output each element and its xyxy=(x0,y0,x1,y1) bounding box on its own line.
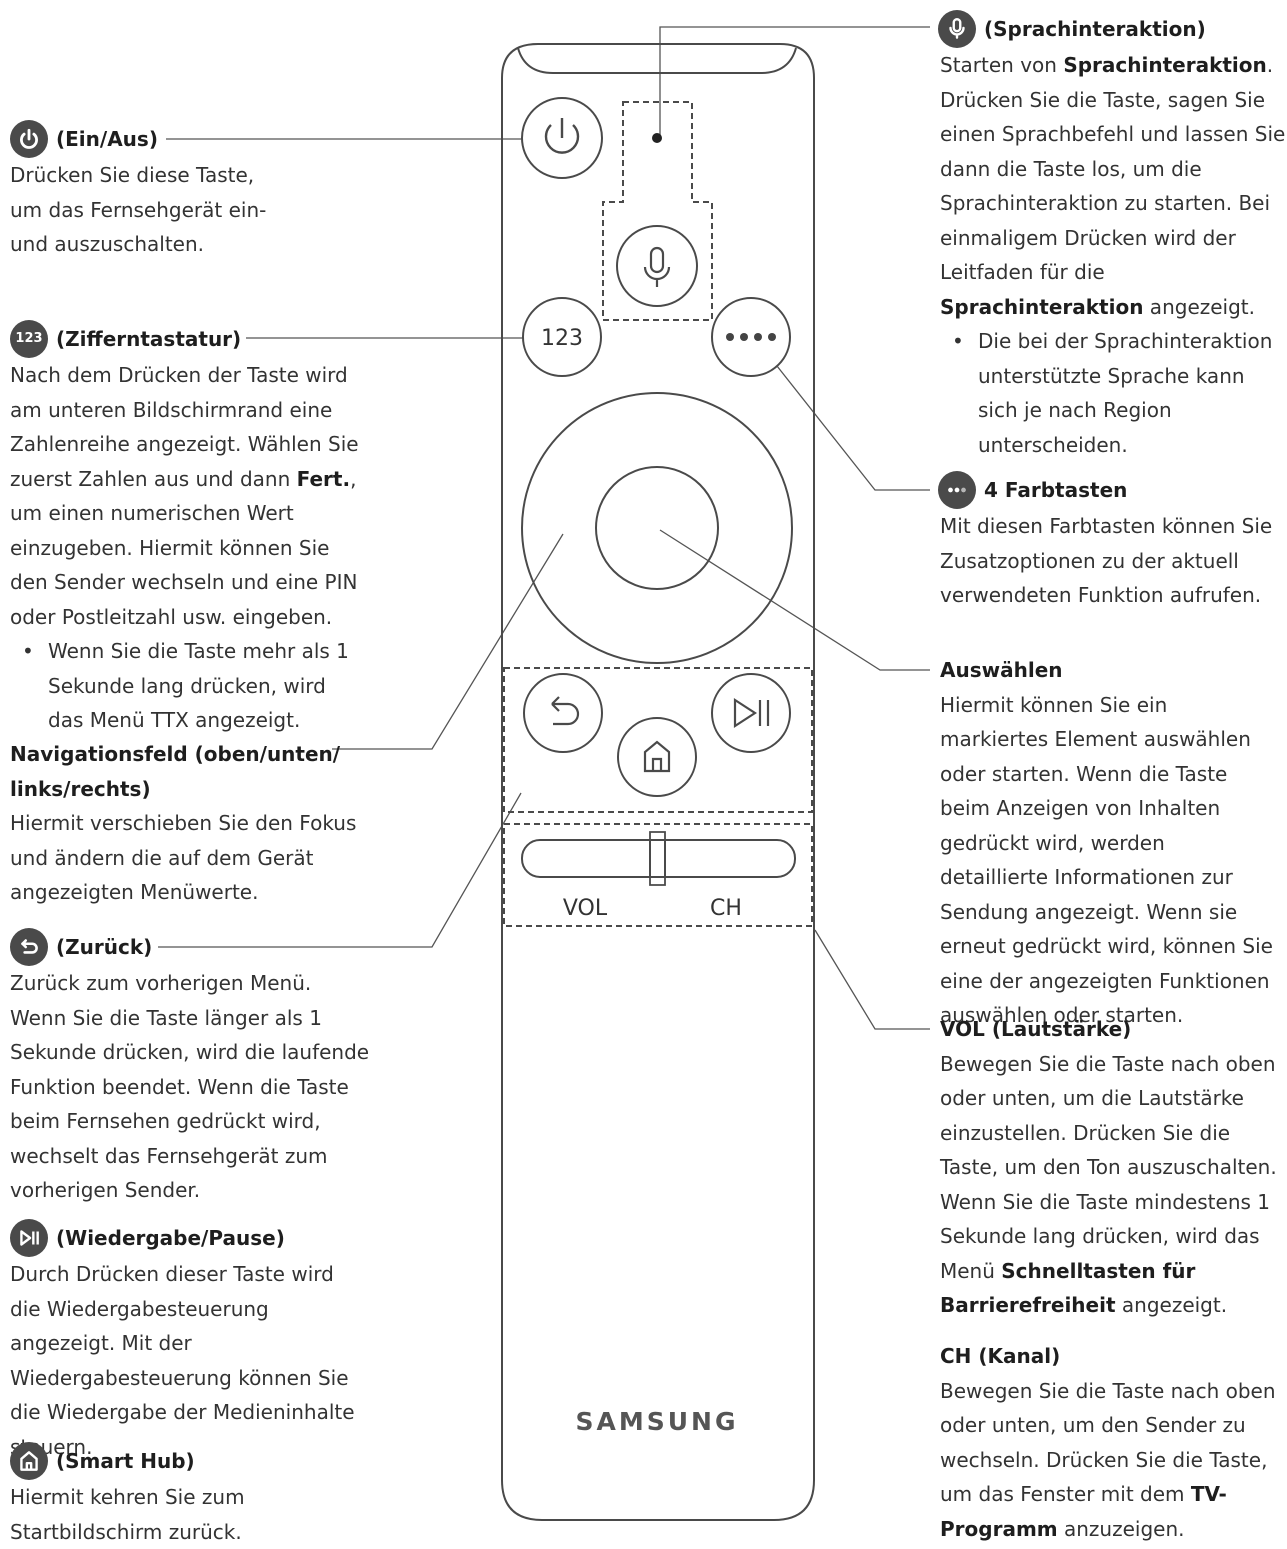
numpad-button xyxy=(522,297,602,377)
home-text: Hiermit kehren Sie zum Startbildschirm z… xyxy=(10,1485,245,1544)
back-text: Zurück zum vorherigen Menü. Wenn Sie die… xyxy=(10,971,370,1202)
vol-title: VOL (Lautstärke) xyxy=(940,1017,1132,1041)
ch-info: CH (Kanal) Bewegen Sie die Taste nach ob… xyxy=(940,1339,1287,1546)
remote-top-window xyxy=(517,47,797,74)
remote-body xyxy=(501,43,815,1521)
leader-back xyxy=(158,792,522,948)
back-info: (Zurück) Zurück zum vorherigen Menü. Wen… xyxy=(10,928,370,1208)
nav-text: Hiermit verschieben Sie den Fokus und än… xyxy=(10,811,357,904)
navigation-pad xyxy=(521,392,793,664)
vol-ch-rocker xyxy=(521,839,796,878)
select-button xyxy=(595,466,719,590)
voice-bullet: Die bei der Sprachinteraktion unterstütz… xyxy=(940,324,1287,462)
home-title: (Smart Hub) xyxy=(56,1448,195,1473)
power-text: Drücken Sie diese Taste, um das Fernsehg… xyxy=(10,163,267,256)
mic-area xyxy=(602,101,713,321)
play-pause-button xyxy=(711,673,791,753)
back-icon xyxy=(10,928,48,966)
power-info: (Ein/Aus) Drücken Sie diese Taste, um da… xyxy=(10,120,280,262)
leader-color xyxy=(776,365,930,491)
vol-label: VOL xyxy=(563,896,608,921)
home-button xyxy=(617,717,697,797)
voice-title: (Sprachinteraktion) xyxy=(984,16,1206,41)
color-text: Mit diesen Farbtasten können Sie Zusatzo… xyxy=(940,514,1273,607)
microphone-icon xyxy=(938,10,976,48)
color-dots-icon xyxy=(938,471,976,509)
numpad-info: 123 (Zifferntastatur) Nach dem Drücken d… xyxy=(10,320,366,738)
play-text: Durch Drücken dieser Taste wird die Wied… xyxy=(10,1262,355,1459)
numpad-icon: 123 xyxy=(10,320,48,358)
power-title: (Ein/Aus) xyxy=(56,126,158,151)
numpad-title: (Zifferntastatur) xyxy=(56,326,242,351)
nav-info: Navigationsfeld (oben/unten/ links/recht… xyxy=(10,737,360,910)
ch-text: Bewegen Sie die Taste nach oben oder unt… xyxy=(940,1378,1276,1541)
power-icon xyxy=(10,120,48,158)
brand-logo: SAMSUNG xyxy=(576,1407,739,1436)
home-icon xyxy=(10,1442,48,1480)
leader-select xyxy=(659,529,930,671)
leader-volch xyxy=(814,929,930,1030)
vol-info: VOL (Lautstärke) Bewegen Sie die Taste n… xyxy=(940,1012,1287,1323)
numpad-bullet: Wenn Sie die Taste mehr als 1 Sekunde la… xyxy=(10,634,366,738)
leader-voice xyxy=(659,26,930,138)
vol-text: Bewegen Sie die Taste nach oben oder unt… xyxy=(940,1051,1277,1318)
back-button xyxy=(523,673,603,753)
vol-ch-panel xyxy=(503,823,813,927)
color-title: 4 Farbtasten xyxy=(984,477,1128,502)
play-title: (Wiedergabe/Pause) xyxy=(56,1225,285,1250)
voice-button xyxy=(616,225,698,307)
numpad-text: Nach dem Drücken der Taste wird am unter… xyxy=(10,363,359,629)
nav-title: Navigationsfeld (oben/unten/ links/recht… xyxy=(10,742,341,801)
home-info: (Smart Hub) Hiermit kehren Sie zum Start… xyxy=(10,1442,310,1549)
select-text: Hiermit können Sie ein markiertes Elemen… xyxy=(940,692,1273,1028)
color-info: 4 Farbtasten Mit diesen Farbtasten könne… xyxy=(938,471,1275,613)
color-keys-button xyxy=(711,297,791,377)
back-title: (Zurück) xyxy=(56,934,153,959)
ch-label: CH xyxy=(710,896,742,921)
voice-text-1: Starten von Sprachinteraktion. xyxy=(940,53,1274,77)
control-panel xyxy=(503,667,813,813)
power-button xyxy=(521,97,603,179)
leader-nav xyxy=(332,533,564,750)
play-info: (Wiedergabe/Pause) Durch Drücken dieser … xyxy=(10,1219,370,1464)
numpad-label: 123 xyxy=(541,326,583,351)
select-title: Auswählen xyxy=(940,658,1063,682)
select-info: Auswählen Hiermit können Sie ein markier… xyxy=(940,653,1275,1033)
voice-info: (Sprachinteraktion) Starten von Sprachin… xyxy=(938,10,1287,462)
ch-title: CH (Kanal) xyxy=(940,1344,1061,1368)
play-pause-icon xyxy=(10,1219,48,1257)
voice-text-2: Drücken Sie die Taste, sagen Sie einen S… xyxy=(940,87,1286,319)
